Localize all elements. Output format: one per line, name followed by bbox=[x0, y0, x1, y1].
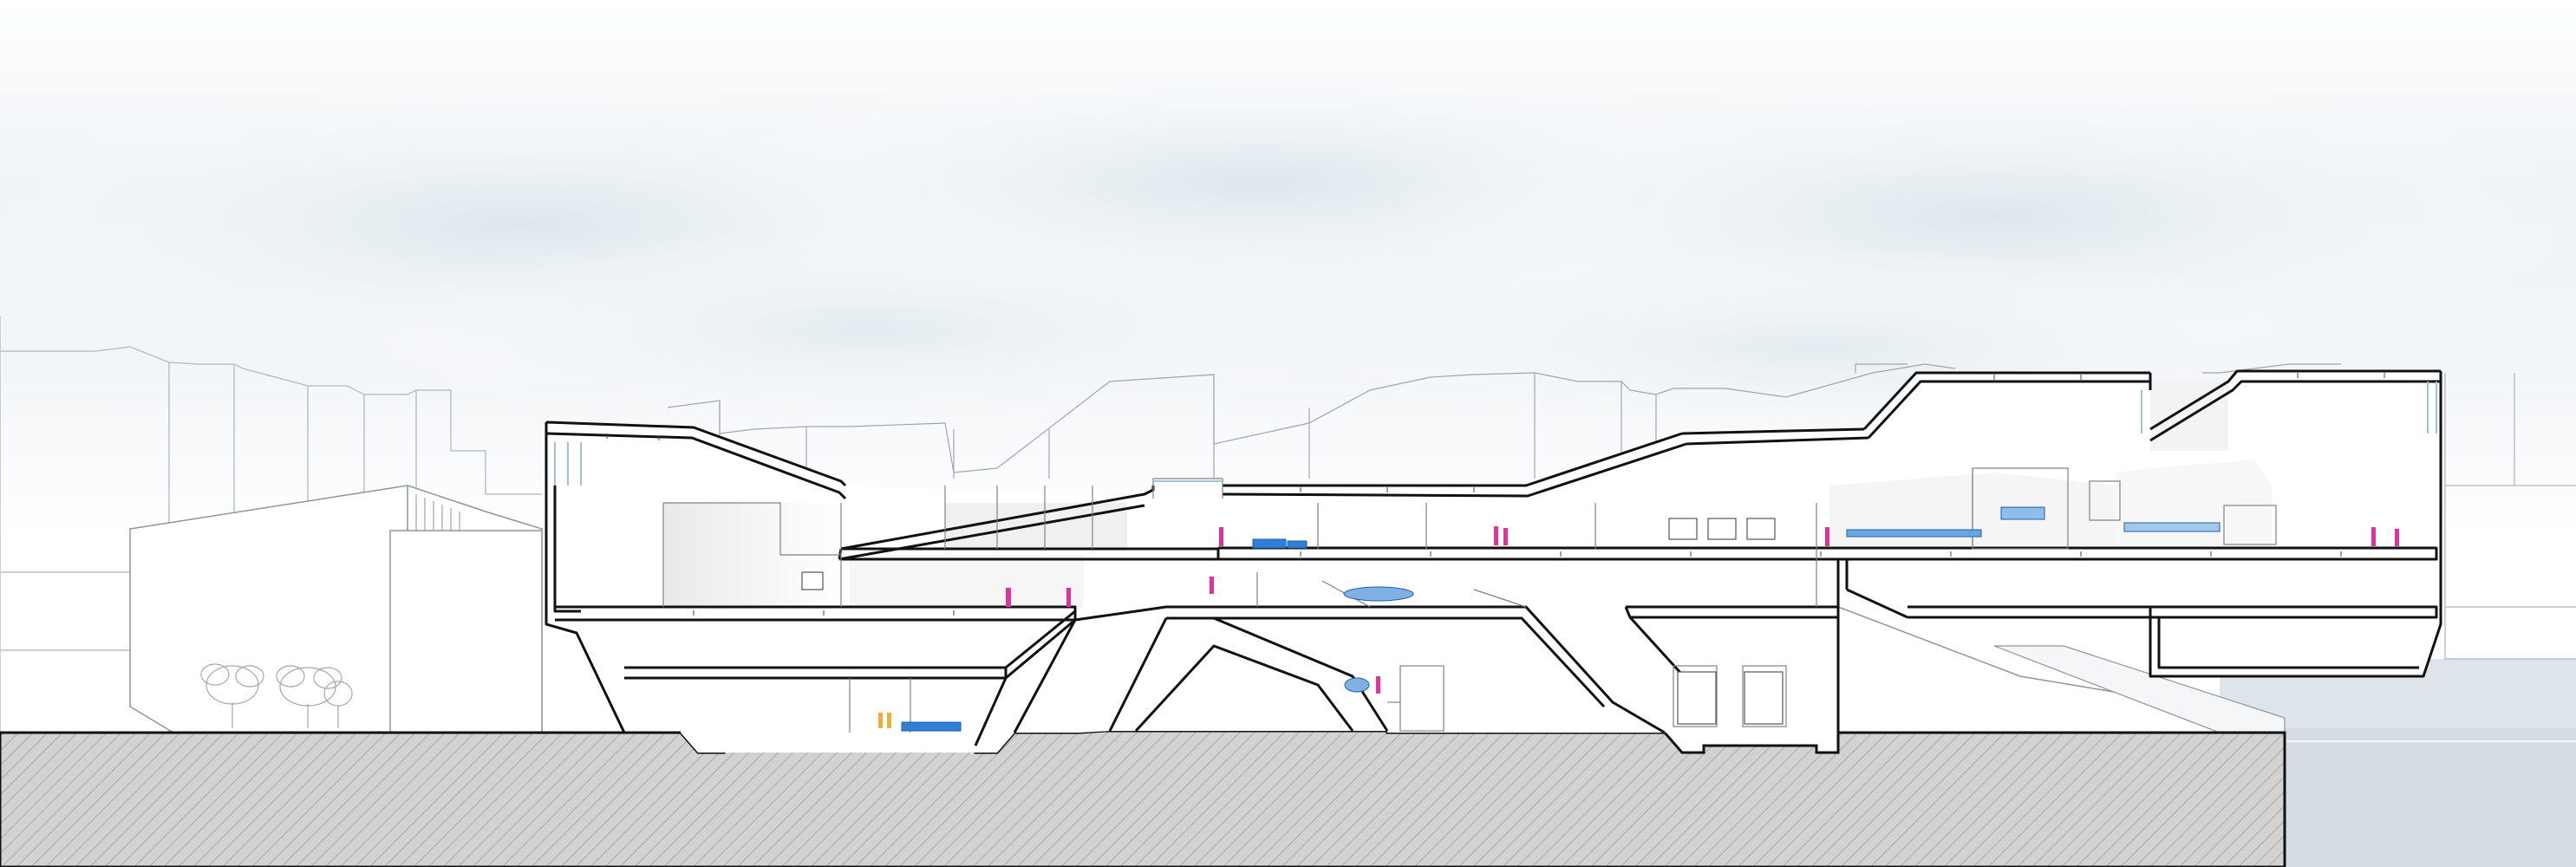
ground-section bbox=[0, 729, 2286, 867]
background-right bbox=[2444, 373, 2576, 660]
tree-sketches bbox=[200, 663, 353, 728]
section-cut bbox=[545, 369, 2442, 746]
background-building-white-mass bbox=[129, 485, 543, 733]
blue-equipment bbox=[901, 506, 2221, 732]
child-figures bbox=[878, 713, 891, 728]
background-skyline-center bbox=[667, 363, 2341, 479]
slab-detail-marks bbox=[606, 373, 2385, 616]
people-figures bbox=[1006, 526, 2399, 694]
vehicles bbox=[801, 518, 1784, 725]
glazing bbox=[554, 381, 2437, 486]
interior-lines bbox=[662, 467, 2277, 733]
